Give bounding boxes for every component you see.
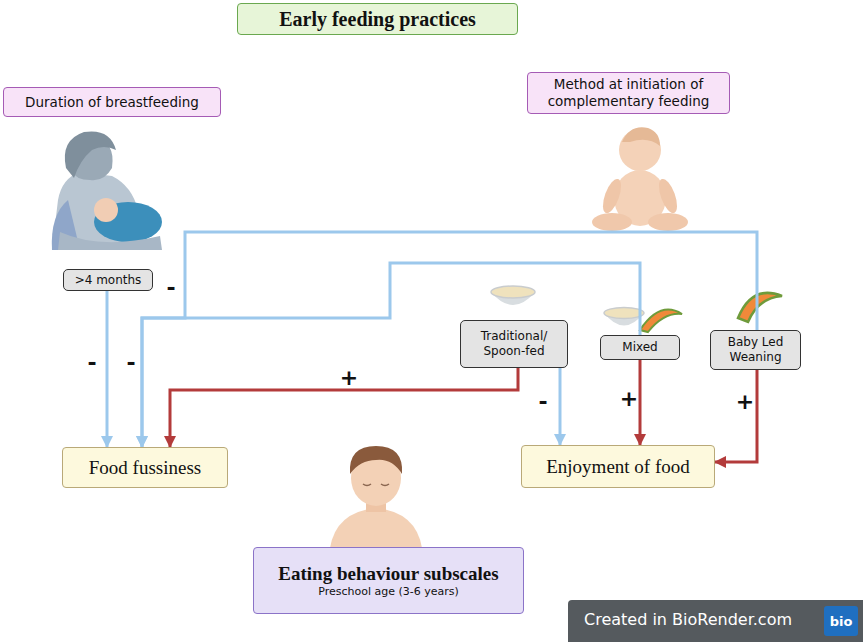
watermark-logo: bio <box>824 606 858 636</box>
bowl-and-melon <box>604 308 682 333</box>
effect-sign: + <box>736 389 754 414</box>
effect-sign: + <box>340 365 358 390</box>
node-text: Food fussiness <box>89 457 201 479</box>
node-text: Enjoyment of food <box>546 456 690 478</box>
title-text: Early feeding practices <box>279 8 476 31</box>
node-subtext: Preschool age (3-6 years) <box>318 585 459 599</box>
watermark-text: Created in BioRender.com <box>584 610 792 629</box>
category-box: Method at initiation of complementary fe… <box>527 72 730 114</box>
practice-box: Mixed <box>600 335 680 360</box>
baby-arm <box>655 177 680 216</box>
mother-arm <box>58 232 162 250</box>
effect-sign: - <box>87 350 96 375</box>
negative-arrow <box>106 291 109 447</box>
title-box: Early feeding practices <box>237 3 518 35</box>
effect-sign: - <box>538 389 547 414</box>
node-text: Baby Led Weaning <box>715 335 796 365</box>
baby-head <box>94 198 118 222</box>
bowl-rim <box>491 286 535 298</box>
baby-arm <box>599 177 624 216</box>
baby-leg <box>648 213 688 231</box>
practice-box: Traditional/ Spoon-fed <box>460 320 568 368</box>
sitting-baby <box>592 127 688 231</box>
node-text: Traditional/ Spoon-fed <box>465 329 563 359</box>
bowl-rim <box>604 308 644 319</box>
child-eyes <box>363 484 389 486</box>
practice-box: >4 months <box>63 269 153 291</box>
effect-sign: - <box>166 275 175 300</box>
porridge-bowl <box>491 286 535 305</box>
preschool-child <box>330 446 422 548</box>
baby-leg <box>592 213 632 231</box>
mother-breastfeeding <box>52 131 162 250</box>
node-text: >4 months <box>75 273 142 288</box>
child-shoulders <box>330 508 422 548</box>
melon-slice <box>738 293 782 322</box>
subscale-box: Eating behaviour subscalesPreschool age … <box>253 547 524 614</box>
mother-hair <box>65 131 116 178</box>
node-text: Duration of breastfeeding <box>25 94 199 111</box>
effect-sign: + <box>620 386 638 411</box>
category-box: Duration of breastfeeding <box>3 87 221 117</box>
positive-arrow <box>715 370 757 462</box>
baby-hair <box>622 127 660 146</box>
node-text: Eating behaviour subscales <box>278 563 498 585</box>
outcome-box: Enjoyment of food <box>521 445 715 488</box>
negative-arrow <box>559 368 562 445</box>
melon-slice <box>738 293 782 322</box>
effect-sign: - <box>126 350 135 375</box>
negative-arrow <box>142 263 640 447</box>
node-text: Method at initiation of complementary fe… <box>534 76 723 110</box>
negative-arrow <box>142 232 757 447</box>
practice-box: Baby Led Weaning <box>710 330 801 370</box>
positive-arrow <box>639 360 642 445</box>
outcome-box: Food fussiness <box>62 447 228 488</box>
node-text: Mixed <box>622 340 657 355</box>
child-hair <box>350 446 402 474</box>
melon-slice <box>640 310 682 332</box>
